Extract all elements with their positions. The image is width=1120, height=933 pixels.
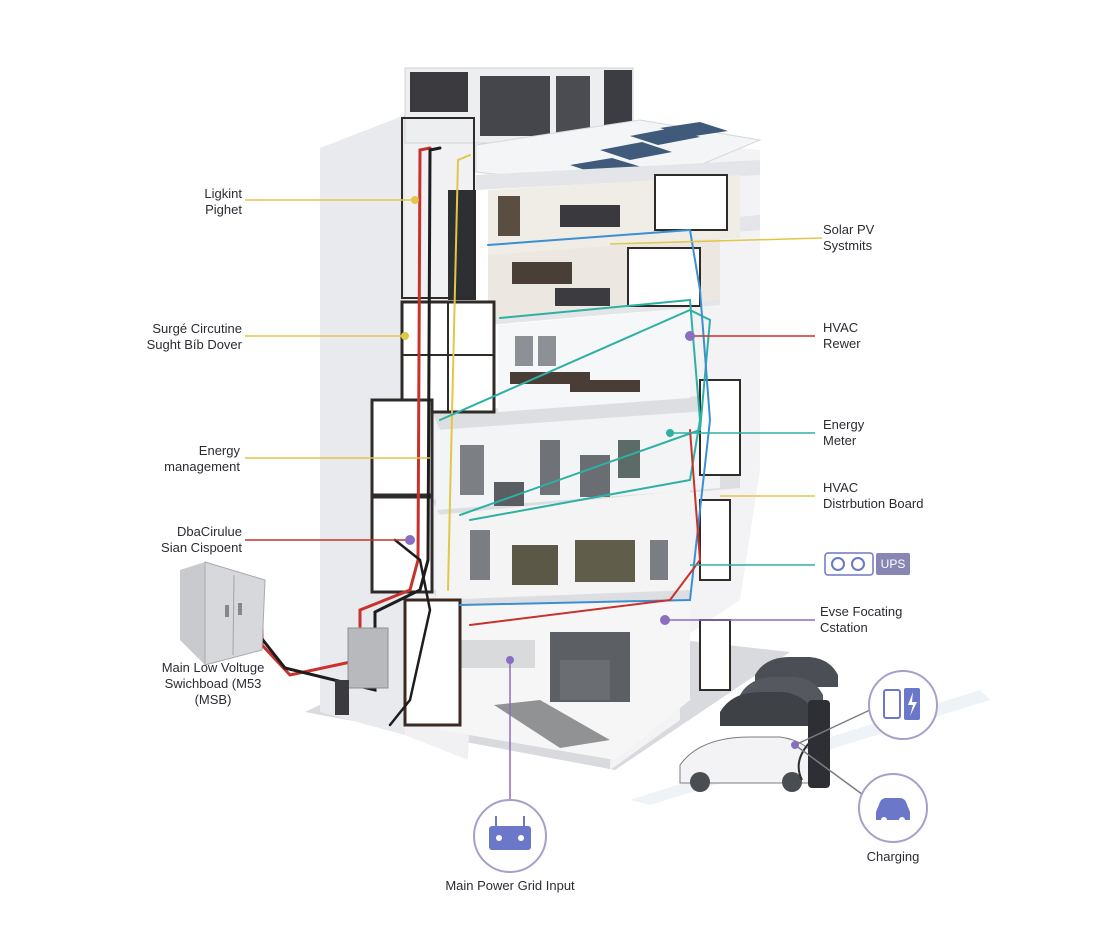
- charging-cable: [797, 739, 813, 781]
- label-main-power-grid-input: Main Power Grid Input: [445, 878, 575, 893]
- ups-badge: UPS: [876, 553, 910, 575]
- power-grid-icon: [473, 799, 547, 873]
- rooftop-window: [480, 76, 550, 136]
- teal-cable-2: [469, 298, 702, 521]
- ev-charger-post: [808, 700, 830, 788]
- yellow-cable: [447, 154, 471, 591]
- interior-rooms: [436, 175, 740, 760]
- cable-runs: [253, 146, 712, 727]
- blue-cable: [459, 228, 712, 606]
- main-switchboard: [180, 561, 266, 666]
- car-icon: [858, 773, 928, 843]
- rooftop-window: [410, 72, 468, 112]
- black-cable-2: [388, 538, 432, 727]
- teal-cable: [439, 308, 712, 516]
- meter-post: [335, 680, 349, 715]
- red-cable: [260, 146, 432, 677]
- leader-lines: [245, 199, 871, 801]
- battery-charge-icon: [868, 670, 938, 740]
- red-cable-2: [469, 429, 702, 626]
- rooftop-window: [556, 76, 590, 136]
- rooftop-window: [604, 70, 632, 130]
- distribution-panel: [347, 627, 389, 689]
- parked-cars: [679, 657, 838, 792]
- ups-outlet-icons: [824, 552, 874, 576]
- label-charging: Charging: [866, 849, 920, 864]
- black-cable: [253, 146, 442, 692]
- leader-dots: [401, 196, 799, 749]
